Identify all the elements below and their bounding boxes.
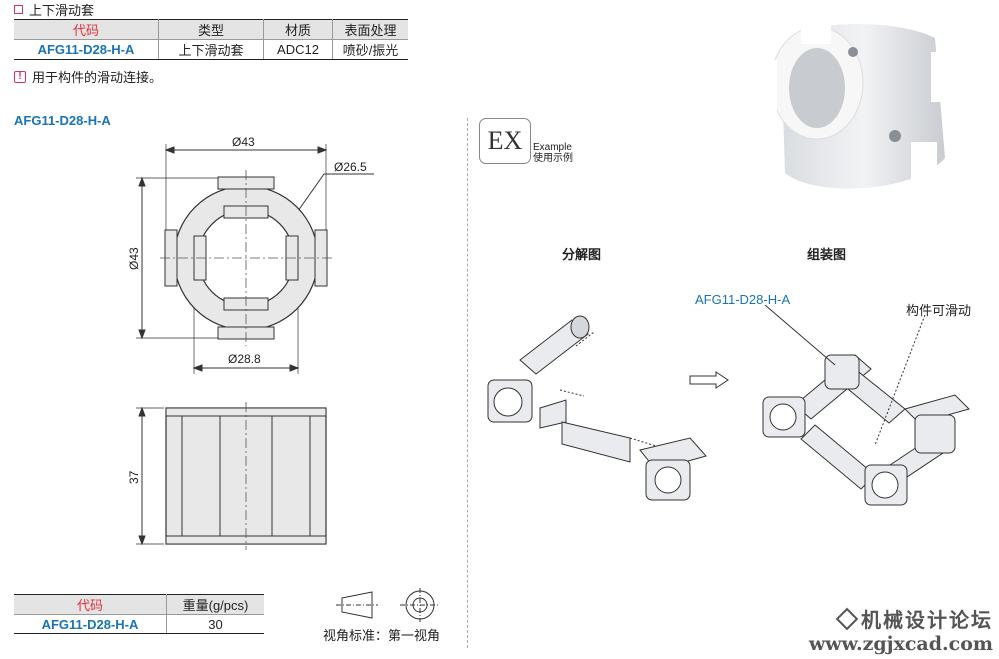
spec-cell-type: 上下滑动套 (158, 39, 264, 60)
spec-table-header: 代码 类型 材质 表面处理 (14, 19, 408, 40)
product-photo (757, 22, 945, 189)
section-title: 上下滑动套 (14, 0, 94, 19)
first-angle-projection-icon (336, 588, 440, 622)
example-caption-zh: 使用示例 (533, 153, 573, 164)
example-caption: Example 使用示例 (533, 142, 573, 164)
spec-header-code: 代码 (14, 19, 159, 40)
usage-note-text: 用于构件的滑动连接。 (32, 70, 163, 85)
spec-table-row: AFG11-D28-H-A 上下滑动套 ADC12 喷砂/振光 (14, 39, 408, 60)
diamond-logo-icon (835, 607, 859, 630)
spec-header-finish: 表面处理 (332, 19, 408, 40)
weight-cell-code: AFG11-D28-H-A (14, 614, 167, 634)
dim-outer-label: Ø43 (232, 135, 255, 149)
section-marker-icon (14, 5, 23, 14)
spec-header-material: 材质 (263, 19, 333, 40)
projection-label: 视角标准：第一视角 (323, 628, 441, 643)
spec-cell-material: ADC12 (263, 39, 333, 60)
section-title-text: 上下滑动套 (29, 3, 95, 18)
weight-table-row: AFG11-D28-H-A 30 (14, 614, 264, 634)
arrow-right-icon (689, 371, 729, 389)
dim-circle-label: Ø26.5 (334, 160, 367, 174)
part-title: AFG11-D28-H-A (14, 113, 111, 128)
weight-table: 代码 重量(g/pcs) AFG11-D28-H-A 30 (14, 594, 264, 634)
spec-cell-code: AFG11-D28-H-A (14, 39, 159, 60)
front-view-drawing: Ø43 Ø26.5 Ø28.8 Ø43 (127, 135, 374, 374)
weight-header-weight: 重量(g/pcs) (166, 594, 264, 615)
dim-inner-label: Ø28.8 (228, 352, 261, 366)
exploded-view-illustration (487, 315, 707, 501)
slide-label: 构件可滑动 (906, 303, 972, 318)
usage-note: ! 用于构件的滑动连接。 (14, 67, 162, 86)
exploded-view-label: 分解图 (562, 247, 602, 262)
dim-height-label: Ø43 (127, 247, 141, 270)
weight-table-header: 代码 重量(g/pcs) (14, 594, 264, 615)
example-badge: EX (479, 118, 531, 164)
assembly-view-illustration (762, 305, 970, 506)
assembly-view-label: 组装图 (807, 247, 847, 262)
site-watermark: 机械设计论坛 www.zgjxcad.com (809, 604, 993, 655)
section-divider (467, 118, 468, 648)
assembly-part-label: AFG11-D28-H-A (695, 292, 791, 307)
example-caption-en: Example (533, 142, 572, 153)
watermark-url: www.zgjxcad.com (808, 633, 993, 655)
warning-icon: ! (14, 70, 26, 83)
watermark-brand-text: 机械设计论坛 (861, 608, 993, 632)
spec-cell-finish: 喷砂/振光 (332, 39, 408, 60)
weight-header-code: 代码 (14, 594, 167, 615)
spec-table: 代码 类型 材质 表面处理 AFG11-D28-H-A 上下滑动套 ADC12 … (14, 19, 408, 60)
weight-cell-value: 30 (166, 614, 264, 634)
watermark-brand: 机械设计论坛 (809, 604, 993, 633)
side-view-drawing: 37 (127, 402, 327, 550)
dim-length-label: 37 (127, 470, 141, 484)
spec-header-type: 类型 (158, 19, 264, 40)
